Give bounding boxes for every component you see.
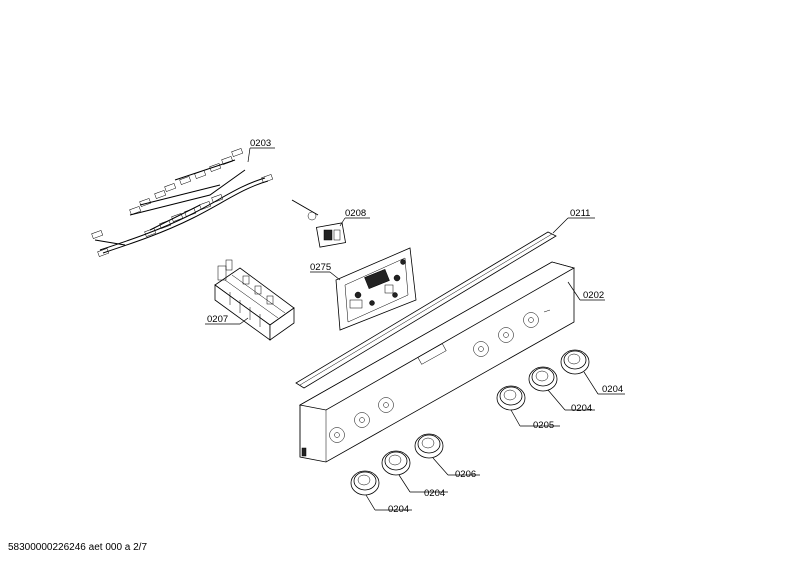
sensor-0208[interactable] <box>291 199 347 248</box>
document-id-footer: 58300000226246 aet 000 a 2/7 <box>8 542 148 553</box>
wiring-harness-0203[interactable] <box>91 148 274 257</box>
terminal-block-0207[interactable] <box>214 259 295 341</box>
control-panel-0202[interactable] <box>298 261 576 463</box>
knob-0205[interactable] <box>496 385 526 411</box>
label-0275: 0275 <box>310 262 331 273</box>
label-0204-d: 0204 <box>388 504 409 515</box>
label-0203: 0203 <box>250 138 271 149</box>
label-0208: 0208 <box>345 208 366 219</box>
label-0207: 0207 <box>207 314 228 325</box>
knob-0204-left-bottom[interactable] <box>350 470 380 496</box>
label-0204-c: 0204 <box>424 488 445 499</box>
label-0204-a: 0204 <box>602 384 623 395</box>
panel-knob-openings <box>329 312 539 443</box>
label-0204-b: 0204 <box>571 403 592 414</box>
label-0206: 0206 <box>455 469 476 480</box>
knob-0204-right-top[interactable] <box>560 349 590 375</box>
control-module-0275[interactable] <box>335 247 417 331</box>
label-0202: 0202 <box>583 290 604 301</box>
knob-0204-left-mid[interactable] <box>381 450 411 476</box>
trim-strip-0211[interactable] <box>295 231 557 389</box>
knob-0206[interactable] <box>414 433 444 459</box>
label-0205: 0205 <box>533 420 554 431</box>
label-0211: 0211 <box>570 208 590 219</box>
knob-0204-right-mid[interactable] <box>528 366 558 392</box>
